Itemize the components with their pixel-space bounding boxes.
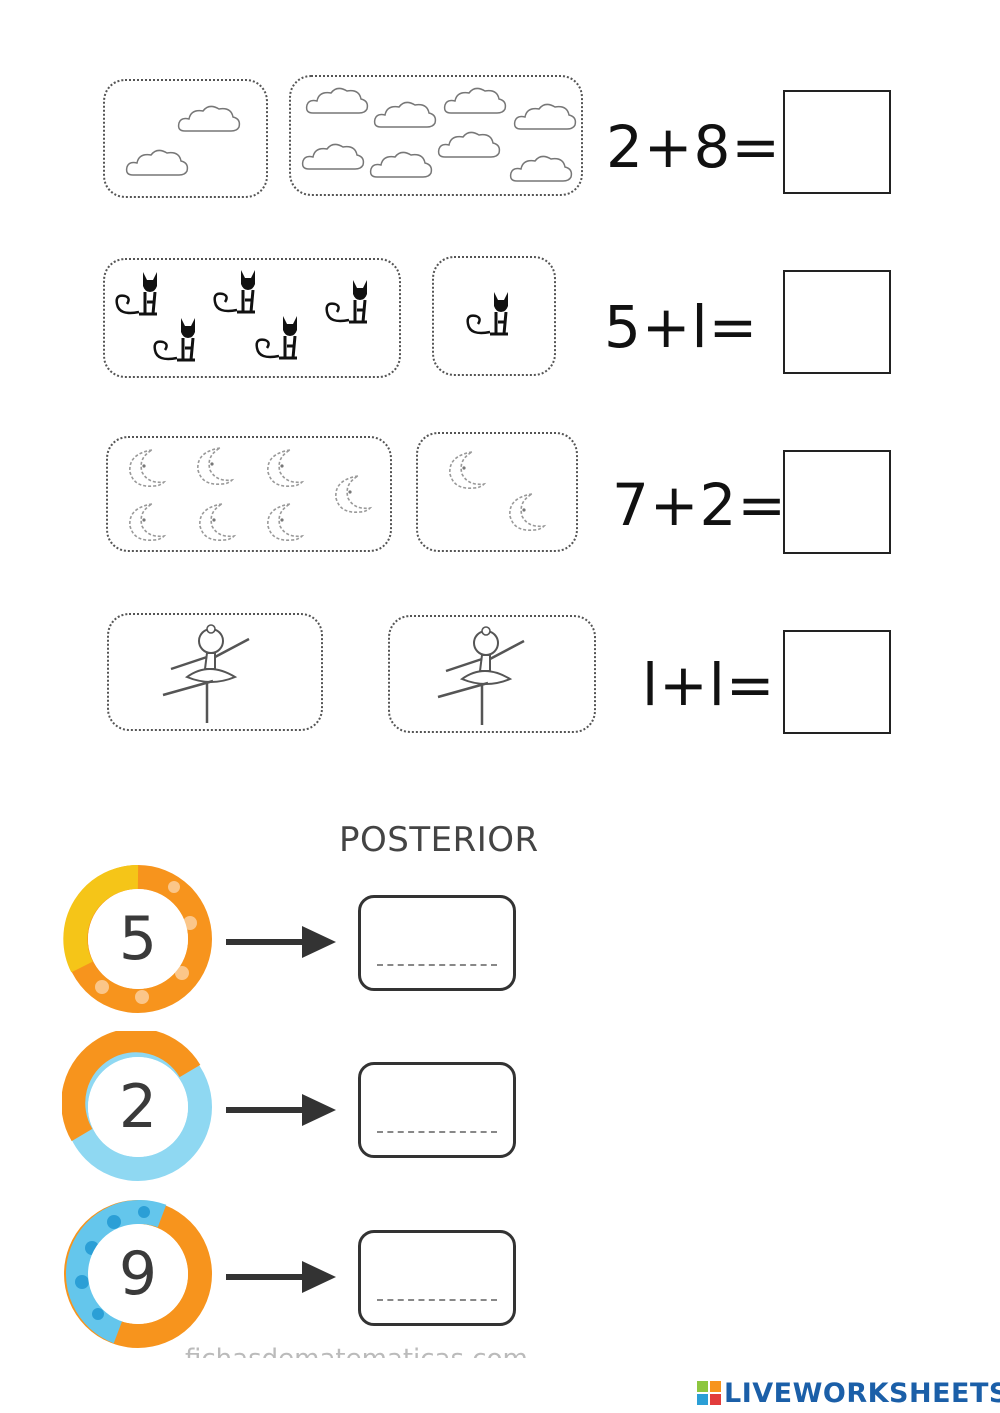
- number-ring-icon: [63, 864, 212, 1013]
- cloud-icon: [443, 87, 507, 114]
- equation-4: l+l=: [642, 651, 776, 719]
- arrow-right-icon: [226, 926, 336, 958]
- cat-icon: [213, 270, 255, 314]
- cat-icon: [115, 272, 157, 316]
- moon-icon: [449, 451, 487, 490]
- group-box-left: [103, 79, 268, 198]
- cat-icon: [255, 316, 297, 360]
- answer-box-3[interactable]: [783, 450, 891, 554]
- source-watermark: fichasdematematicas.com: [185, 1344, 528, 1358]
- ballerina-icon: [162, 624, 250, 723]
- answer-box-2[interactable]: [783, 270, 891, 374]
- moon-icon: [509, 493, 547, 532]
- number-ring-icon: [62, 1031, 212, 1181]
- arrow-right-icon: [226, 1261, 336, 1293]
- arrow-right-icon: [226, 1094, 336, 1126]
- liveworksheets-logo-icon: [697, 1381, 721, 1405]
- cloud-icon: [301, 143, 365, 170]
- equation-2: 5+l=: [604, 293, 759, 361]
- equation-1: 2+8=: [606, 113, 781, 181]
- number-ring-icon: [64, 1200, 212, 1348]
- group-box-right: [388, 615, 596, 733]
- group-box-right: [416, 432, 578, 552]
- number-label: 9: [118, 1239, 158, 1309]
- cloud-icon: [305, 87, 369, 114]
- group-box-left: [106, 436, 392, 552]
- answer-box-posterior-3[interactable]: [358, 1230, 516, 1326]
- answer-box-posterior-1[interactable]: [358, 895, 516, 991]
- number-label: 2: [118, 1072, 158, 1142]
- section-title: POSTERIOR: [339, 820, 539, 860]
- cat-icon: [325, 280, 367, 324]
- cat-icon: [153, 318, 195, 362]
- moon-icon: [335, 475, 373, 514]
- ballerina-icon: [437, 626, 525, 725]
- group-box-right: [432, 256, 556, 376]
- brand-name: LIVEWORKSHEETS: [724, 1377, 1000, 1409]
- group-box-left: [107, 613, 323, 731]
- equation-3: 7+2=: [612, 471, 787, 539]
- moon-icon: [129, 449, 167, 488]
- answer-box-1[interactable]: [783, 90, 891, 194]
- cloud-icon: [125, 149, 189, 176]
- cloud-icon: [513, 103, 577, 130]
- moon-icon: [199, 503, 237, 542]
- cloud-icon: [437, 131, 501, 158]
- cloud-icon: [509, 155, 573, 182]
- moon-icon: [197, 447, 235, 486]
- cloud-icon: [369, 151, 433, 178]
- cat-icon: [466, 292, 508, 336]
- group-box-right: [289, 75, 583, 196]
- number-label: 5: [118, 904, 158, 974]
- brand-logo[interactable]: LIVEWORKSHEETS: [696, 1377, 1000, 1409]
- moon-icon: [267, 449, 305, 488]
- answer-box-4[interactable]: [783, 630, 891, 734]
- moon-icon: [129, 503, 167, 542]
- answer-box-posterior-2[interactable]: [358, 1062, 516, 1158]
- cloud-icon: [177, 105, 241, 132]
- group-box-left: [103, 258, 401, 378]
- moon-icon: [267, 503, 305, 542]
- cloud-icon: [373, 101, 437, 128]
